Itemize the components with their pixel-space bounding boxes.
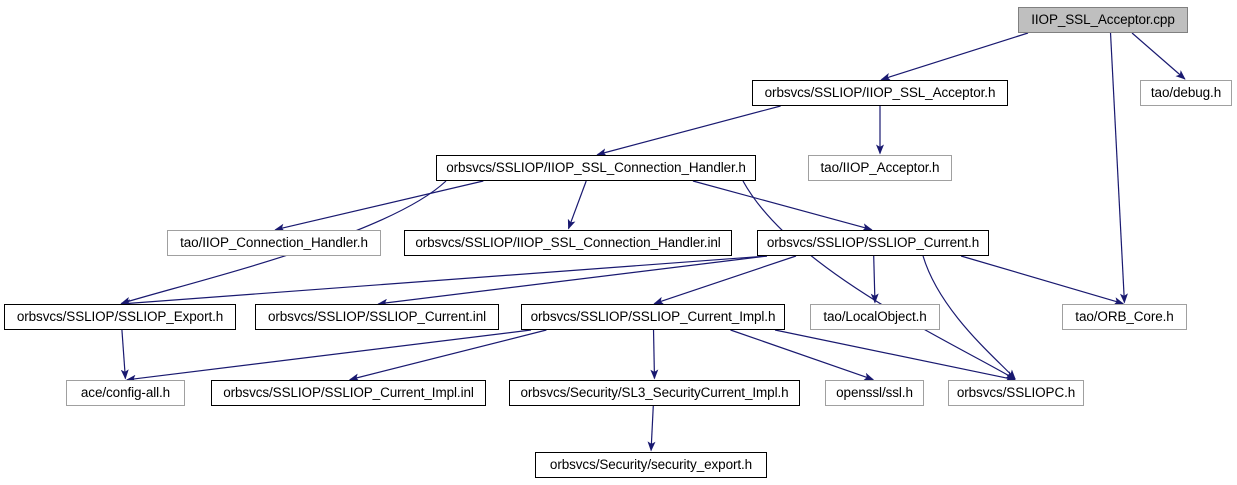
graph-node-conn_handler_inl[interactable]: orbsvcs/SSLIOP/IIOP_SSL_Connection_Handl… [404,230,732,256]
graph-node-label: ace/config-all.h [80,385,171,401]
graph-edge-current_impl_h-to-sl3_current_impl [650,329,659,380]
graph-node-label: orbsvcs/SSLIOP/IIOP_SSL_Connection_Handl… [415,235,721,251]
graph-edge-current_impl_h-to-openssl_ssl_h [730,329,875,381]
graph-node-label: orbsvcs/Security/SL3_SecurityCurrent_Imp… [520,385,789,401]
graph-node-label: orbsvcs/SSLIOP/SSLIOP_Current.h [766,235,980,251]
graph-node-label: orbsvcs/Security/security_export.h [549,457,753,473]
graph-node-label: openssl/ssl.h [836,385,913,401]
graph-edge-current_h-to-orb_core_h [960,255,1125,305]
graph-node-label: orbsvcs/SSLIOP/SSLIOP_Current_Impl.h [530,309,776,325]
graph-node-current_impl_h[interactable]: orbsvcs/SSLIOP/SSLIOP_Current_Impl.h [521,304,785,330]
graph-edge-current_h-to-export_h [120,255,768,308]
graph-node-local_object_h[interactable]: tao/LocalObject.h [810,304,940,330]
graph-edge-export_h-to-config_all_h [120,329,129,380]
graph-edge-conn_handler_h-to-conn_handler_inl [567,180,587,230]
graph-node-label: tao/LocalObject.h [823,309,927,325]
graph-node-label: orbsvcs/SSLIOP/IIOP_SSL_Acceptor.h [764,85,996,101]
graph-edge-root-to-acceptor_h [880,32,1029,81]
graph-edge-acceptor_h-to-conn_handler_h [596,105,781,157]
graph-node-config_all_h[interactable]: ace/config-all.h [66,380,185,406]
graph-node-tao_acceptor_h[interactable]: tao/IIOP_Acceptor.h [808,155,952,181]
graph-edge-current_h-to-local_object_h [870,255,879,304]
graph-node-orb_core_h[interactable]: tao/ORB_Core.h [1062,304,1187,330]
graph-edge-current_h-to-ssliopc_h [922,255,1016,380]
graph-node-openssl_ssl_h[interactable]: openssl/ssl.h [825,380,924,406]
graph-node-security_export_h[interactable]: orbsvcs/Security/security_export.h [535,452,767,478]
graph-node-label: IIOP_SSL_Acceptor.cpp [1031,12,1175,28]
graph-edge-current_impl_h-to-config_all_h [125,329,532,383]
graph-node-tao_conn_handler[interactable]: tao/IIOP_Connection_Handler.h [167,230,381,256]
graph-node-root[interactable]: IIOP_SSL_Acceptor.cpp [1018,7,1188,33]
graph-node-sl3_current_impl[interactable]: orbsvcs/Security/SL3_SecurityCurrent_Imp… [509,380,800,406]
graph-node-label: tao/debug.h [1150,85,1222,101]
graph-node-label: tao/ORB_Core.h [1075,309,1174,325]
graph-edge-root-to-orb_core_h [1109,32,1128,304]
graph-node-label: tao/IIOP_Acceptor.h [820,160,940,176]
graph-node-current_inl[interactable]: orbsvcs/SSLIOP/SSLIOP_Current.inl [255,304,499,330]
graph-edge-conn_handler_h-to-tao_conn_handler [274,180,484,232]
graph-node-current_impl_inl[interactable]: orbsvcs/SSLIOP/SSLIOP_Current_Impl.inl [211,380,486,406]
graph-node-label: tao/IIOP_Connection_Handler.h [180,235,368,251]
graph-edge-root-to-debug_h [1131,32,1186,80]
graph-node-label: orbsvcs/SSLIOP/SSLIOP_Export.h [16,309,224,325]
graph-edge-conn_handler_h-to-ssliopc_h [742,180,1016,380]
graph-node-label: orbsvcs/SSLIOP/SSLIOP_Current_Impl.inl [223,385,474,401]
graph-node-debug_h[interactable]: tao/debug.h [1140,80,1232,106]
graph-edge-conn_handler_h-to-current_h [692,180,873,232]
graph-node-label: orbsvcs/SSLIOPC.h [956,385,1076,401]
graph-node-ssliopc_h[interactable]: orbsvcs/SSLIOPC.h [948,380,1084,406]
graph-edge-current_h-to-current_impl_h [653,255,797,305]
graph-node-label: orbsvcs/SSLIOP/SSLIOP_Current.inl [267,309,487,325]
graph-node-label: orbsvcs/SSLIOP/IIOP_SSL_Connection_Handl… [446,160,746,176]
graph-edge-current_impl_h-to-ssliopc_h [774,329,1016,382]
graph-edge-current_impl_h-to-current_impl_inl [348,329,547,382]
graph-edge-sl3_current_impl-to-security_export_h [647,405,656,452]
graph-node-export_h[interactable]: orbsvcs/SSLIOP/SSLIOP_Export.h [4,304,236,330]
graph-node-acceptor_h[interactable]: orbsvcs/SSLIOP/IIOP_SSL_Acceptor.h [752,80,1008,106]
graph-edge-current_h-to-current_inl [377,255,768,307]
graph-node-conn_handler_h[interactable]: orbsvcs/SSLIOP/IIOP_SSL_Connection_Handl… [436,155,756,181]
graph-node-current_h[interactable]: orbsvcs/SSLIOP/SSLIOP_Current.h [757,230,989,256]
